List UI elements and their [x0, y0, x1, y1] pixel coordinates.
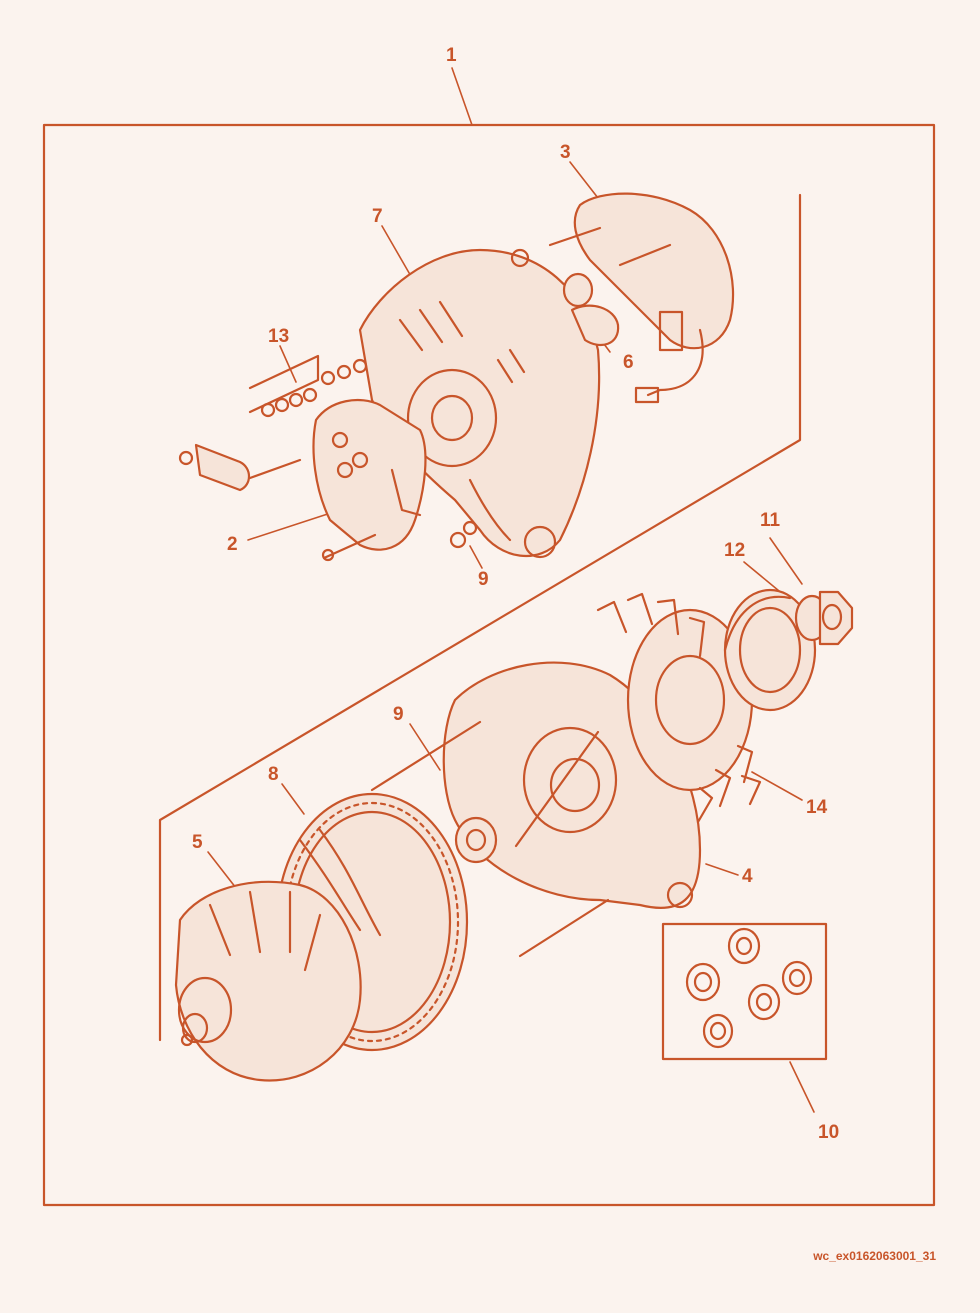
terminal-nuts — [449, 520, 478, 549]
callout-10: 10 — [818, 1122, 839, 1143]
fasteners-box — [661, 922, 828, 1061]
callout-4: 4 — [742, 866, 753, 887]
capacitor — [178, 443, 302, 492]
callout-11: 11 — [760, 510, 781, 531]
callout-labels: 1 3 7 13 6 2 9 11 12 9 8 5 14 4 10 — [192, 45, 839, 1143]
callout-2: 2 — [227, 534, 238, 555]
fan — [596, 592, 762, 824]
brush-holder — [510, 192, 735, 404]
callout-7: 7 — [372, 206, 383, 227]
nuts-washers — [685, 927, 813, 1049]
callout-9-upper: 9 — [478, 569, 489, 590]
bushing — [562, 272, 620, 347]
callout-1: 1 — [446, 45, 457, 66]
figure-code: wc_ex0162063001_31 — [813, 1249, 936, 1263]
callout-12: 12 — [724, 540, 745, 561]
callout-9-lower: 9 — [393, 704, 404, 725]
kit-outline-frame — [42, 123, 936, 1207]
screw-set — [248, 354, 368, 418]
rotor — [174, 880, 362, 1082]
callout-3: 3 — [560, 142, 571, 163]
nut-washer — [794, 590, 854, 646]
callout-13: 13 — [268, 326, 289, 347]
callout-14: 14 — [806, 797, 828, 818]
callout-6: 6 — [623, 352, 634, 373]
through-bolts — [370, 720, 610, 958]
pulley — [723, 588, 817, 712]
rear-housing — [358, 248, 601, 559]
callout-8: 8 — [268, 764, 279, 785]
callout-5: 5 — [192, 832, 203, 853]
rectifier-plate — [312, 398, 427, 551]
divider-line — [158, 193, 802, 1042]
